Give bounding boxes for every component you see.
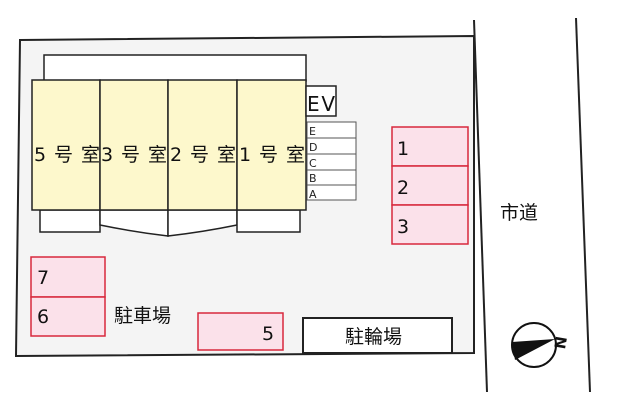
parking-slot-label: 6 bbox=[37, 306, 49, 328]
unit-label: 2号室 bbox=[170, 144, 236, 166]
parking-slot-2 bbox=[391, 165, 469, 206]
road-edge-right bbox=[575, 17, 591, 393]
parking-slot-6 bbox=[30, 296, 106, 337]
parking-slot-label: 2 bbox=[397, 177, 409, 199]
bicycle-parking bbox=[302, 317, 453, 354]
unit-1 bbox=[236, 79, 307, 211]
mailbox-label: E bbox=[309, 125, 316, 138]
mailboxes bbox=[306, 121, 357, 201]
road-label: 市道 bbox=[500, 202, 538, 224]
parking-slot-7 bbox=[30, 256, 106, 298]
parking-slot-label: 3 bbox=[397, 216, 409, 238]
mailbox-label: A bbox=[309, 188, 317, 201]
mailbox-label: D bbox=[309, 141, 317, 154]
unit-3 bbox=[99, 79, 169, 211]
balconies bbox=[39, 209, 301, 237]
bicycle-parking-label: 駐輪場 bbox=[345, 326, 402, 348]
unit-label: 3号室 bbox=[101, 144, 167, 166]
parking-slot-3 bbox=[391, 204, 469, 245]
unit-5 bbox=[31, 79, 101, 211]
elevator bbox=[305, 85, 337, 117]
compass-label: N bbox=[551, 335, 571, 350]
north-arrow-icon: N bbox=[511, 322, 571, 368]
unit-2 bbox=[167, 79, 238, 211]
mailbox-label: C bbox=[309, 157, 317, 170]
mailbox-label: B bbox=[309, 172, 317, 185]
parking-slot-label: 5 bbox=[262, 323, 274, 345]
elevator-label: EV bbox=[307, 92, 335, 116]
parking-slot-label: 1 bbox=[397, 138, 409, 160]
corridor bbox=[43, 54, 307, 82]
road-edge-left bbox=[473, 19, 488, 393]
parking-label: 駐車場 bbox=[114, 305, 171, 327]
unit-label: 1号室 bbox=[239, 144, 305, 166]
parking-slot-label: 7 bbox=[37, 267, 49, 289]
units: 5号室 3号室 2号室 1号室 bbox=[31, 79, 307, 211]
unit-label: 5号室 bbox=[34, 144, 100, 166]
parking-slot-1 bbox=[391, 126, 469, 167]
parking-slot-5 bbox=[197, 312, 284, 351]
